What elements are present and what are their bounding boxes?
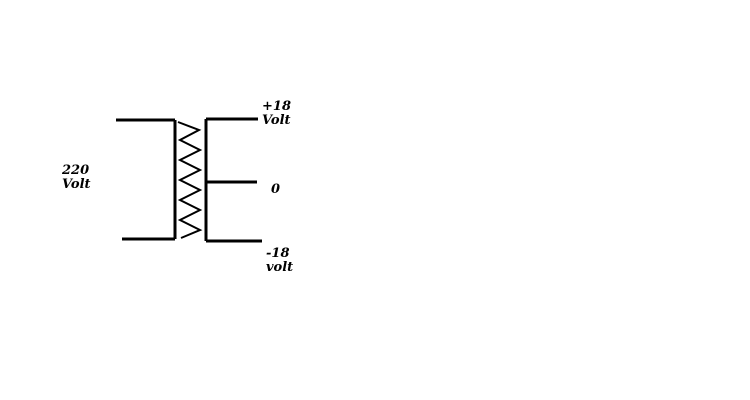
input-voltage-label: 220 Volt — [62, 164, 91, 192]
output-bottom-label: -18 volt — [266, 247, 293, 275]
output-bottom-value: -18 — [266, 246, 290, 261]
output-top-label: +18 Volt — [262, 100, 291, 128]
output-bottom-unit: volt — [266, 260, 294, 275]
output-top-value: +18 — [262, 99, 291, 114]
input-voltage-unit: Volt — [62, 177, 91, 192]
transformer-coil — [177, 121, 203, 239]
output-top-unit: Volt — [262, 113, 291, 128]
output-center-label: 0 — [271, 183, 280, 197]
output-center-value: 0 — [271, 182, 281, 197]
input-voltage-value: 220 — [62, 163, 90, 178]
